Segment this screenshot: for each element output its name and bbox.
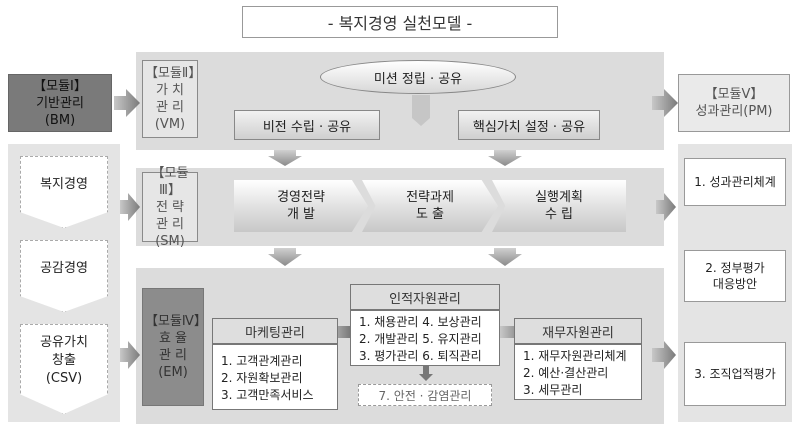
strategy-step1-line1: 경영전략 — [277, 190, 325, 205]
hr-list: 1. 채용관리 4. 보상관리 2. 개발관리 5. 유지관리 3. 평가관리 … — [350, 310, 500, 366]
right-item-2-line1: 2. 정부평가 — [705, 261, 765, 275]
module3-code: (SM) — [155, 233, 185, 249]
right-item-2-line2: 대응방안 — [712, 277, 758, 291]
marketing-list: 1. 고객관계관리 2. 자원확보관리 3. 고객만족서비스 — [212, 344, 338, 410]
module5-label: 【모듈Ⅴ】 — [704, 87, 764, 102]
csv-line1: 공유가치 — [40, 335, 88, 350]
csv-line2: 창출 — [52, 353, 76, 368]
right-item-1: 1. 성과관리체계 — [684, 158, 786, 206]
finance-list: 1. 재무자원관리체계 2. 예산·결산관리 3. 세무관리 — [514, 344, 642, 400]
finance-item: 3. 세무관리 — [523, 383, 583, 397]
hr-title: 인적자원관리 — [350, 284, 500, 310]
module3-label: 【모듈Ⅲ】 — [151, 165, 189, 198]
strategy-step3-line1: 실행계획 — [535, 190, 583, 205]
arrow-down-2 — [488, 150, 522, 166]
hr-row: 2. 개발관리 5. 유지관리 — [359, 332, 482, 346]
marketing-item: 2. 자원확보관리 — [221, 371, 303, 385]
module3-name2: 관 리 — [155, 216, 185, 232]
module1-name: 기반관리 — [36, 95, 84, 111]
arrow-left-to-efficiency — [120, 341, 140, 369]
mission-oval: 미션 정립 · 공유 — [320, 60, 516, 94]
right-item-2: 2. 정부평가 대응방안 — [684, 250, 786, 302]
marketing-title: 마케팅관리 — [212, 318, 338, 344]
module4-tag: 【모듈Ⅳ】 효 율 관 리 (EM) — [142, 288, 207, 406]
module3-tag: 【모듈Ⅲ】 전 략 관 리 (SM) — [142, 166, 198, 249]
hr-row: 3. 평가관리 6. 퇴직관리 — [359, 349, 482, 363]
strategy-step1-line2: 개 발 — [286, 207, 316, 222]
strategy-step2-line2: 도 출 — [415, 207, 445, 222]
module2-code: (VM) — [154, 117, 186, 132]
arrow-hr-down — [419, 366, 433, 381]
arrow-m1-to-value — [114, 89, 140, 117]
vision-box: 비전 수립 · 공유 — [234, 110, 380, 140]
module5-name: 성과관리(PM) — [695, 104, 773, 119]
strategy-step3-line2: 수 립 — [544, 207, 574, 222]
module5-box: 【모듈Ⅴ】 성과관리(PM) — [678, 74, 790, 132]
arrow-left-to-strategy — [120, 193, 140, 221]
marketing-item: 3. 고객만족서비스 — [221, 388, 314, 402]
strategy-step2-line1: 전략과제 — [406, 190, 454, 205]
csv-line3: (CSV) — [45, 371, 83, 386]
finance-item: 1. 재무자원관리체계 — [523, 349, 627, 363]
module1-box: 【모듈Ⅰ】 기반관리 (BM) — [8, 74, 112, 132]
right-item-3: 3. 조직업적평가 — [684, 342, 786, 406]
strategy-step1: 경영전략 개 발 — [234, 180, 368, 232]
hr-row: 1. 채용관리 4. 보상관리 — [359, 315, 482, 329]
strategy-step2: 전략과제 도 출 — [362, 180, 498, 232]
hr-safety-item: 7. 안전 · 감염관리 — [358, 384, 492, 406]
finance-title: 재무자원관리 — [514, 318, 642, 344]
arrow-down-4 — [488, 248, 522, 266]
arrow-oval-stem — [412, 95, 430, 126]
arrow-down-1 — [268, 150, 302, 166]
strategy-step3: 실행계획 수 립 — [492, 180, 626, 232]
module2-tag: 【모듈Ⅱ】 가 치 관 리 (VM) — [142, 60, 202, 138]
arrow-strategy-to-right — [656, 193, 676, 221]
welfare-shield: 복지경영 — [20, 156, 108, 228]
arrow-efficiency-to-right — [652, 341, 676, 369]
module1-code: (BM) — [44, 112, 76, 128]
module4-code: (EM) — [158, 365, 188, 380]
arrow-value-to-m5 — [652, 89, 678, 117]
module2-name1: 가 치 — [155, 83, 185, 98]
arrow-down-3 — [268, 248, 302, 266]
module1-tag: 【모듈Ⅰ】 — [33, 78, 87, 94]
finance-item: 2. 예산·결산관리 — [523, 366, 609, 380]
csv-shield: 공유가치 창출 (CSV) — [20, 324, 108, 414]
diagram-title: - 복지경영 실천모델 - — [242, 6, 558, 38]
module3-name1: 전 략 — [155, 199, 185, 215]
core-value-box: 핵심가치 설정 · 공유 — [458, 110, 600, 140]
module4-name2: 관 리 — [158, 348, 188, 363]
module2-name2: 관 리 — [155, 100, 185, 115]
module4-name1: 효 율 — [158, 331, 188, 346]
empathy-shield: 공감경영 — [20, 240, 108, 312]
module2-label: 【모듈Ⅱ】 — [145, 66, 202, 81]
marketing-item: 1. 고객관계관리 — [221, 354, 303, 368]
module4-label: 【모듈Ⅳ】 — [145, 314, 207, 329]
